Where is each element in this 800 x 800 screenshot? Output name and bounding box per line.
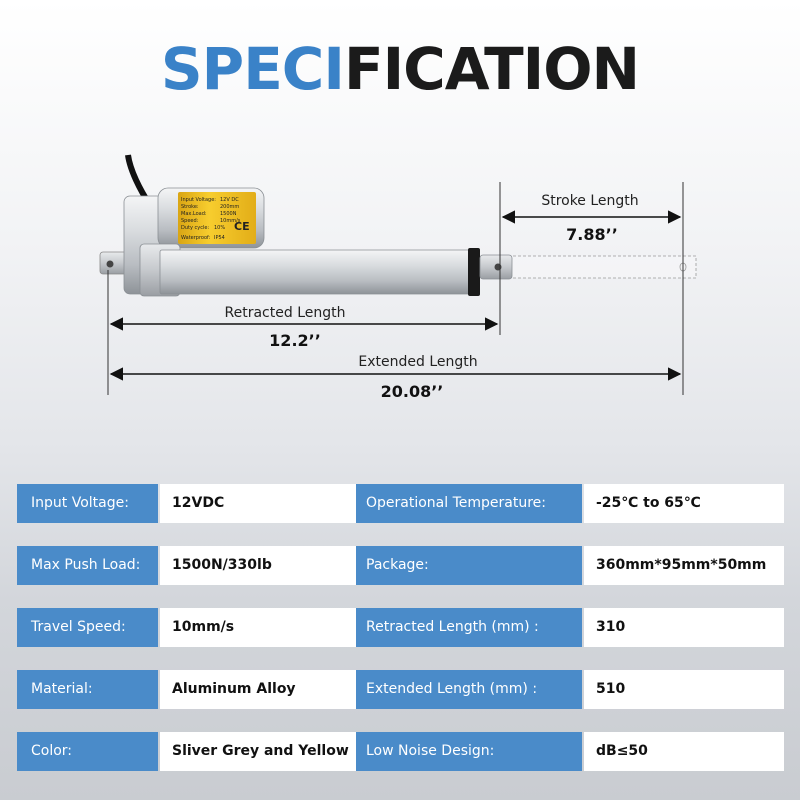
svg-text:Stroke:: Stroke: xyxy=(181,204,199,210)
spec-row: Material: Aluminum Alloy Extended Length… xyxy=(17,670,784,709)
extended-length-value: 20.08’’ xyxy=(381,382,444,401)
stroke-length-label: Stroke Length xyxy=(541,193,638,209)
spec-row: Travel Speed: 10mm/s Retracted Length (m… xyxy=(17,608,784,647)
spec-row: Color: Sliver Grey and Yellow Low Noise … xyxy=(17,732,784,771)
actuator-diagram: Input Voltage: 12V DC Stroke: 200mm Max.Lo… xyxy=(99,154,697,401)
svg-text:IP54: IP54 xyxy=(214,235,225,241)
spec-value: -25℃ to 65℃ xyxy=(584,484,784,523)
spec-label: Extended Length (mm) : xyxy=(356,670,582,709)
svg-text:1500N: 1500N xyxy=(220,211,237,217)
spec-value: 360mm*95mm*50mm xyxy=(584,546,784,585)
spec-value: 10mm/s xyxy=(160,608,356,647)
svg-text:Speed:: Speed: xyxy=(181,218,199,224)
retracted-length-value: 12.2’’ xyxy=(269,331,321,350)
extended-length-label: Extended Length xyxy=(358,354,477,370)
svg-text:200mm: 200mm xyxy=(220,204,239,210)
svg-text:Duty cycle:: Duty cycle: xyxy=(181,225,209,231)
page-title: SPECIFICATION xyxy=(0,34,800,104)
spec-label: Max Push Load: xyxy=(17,546,158,585)
extended-rod-outline xyxy=(487,255,697,279)
retracted-length-label: Retracted Length xyxy=(225,305,346,321)
spec-value: 510 xyxy=(584,670,784,709)
spec-label: Color: xyxy=(17,732,158,771)
svg-text:10%: 10% xyxy=(214,225,225,231)
spec-value: Aluminum Alloy xyxy=(160,670,356,709)
spec-row: Max Push Load: 1500N/330lb Package: 360m… xyxy=(17,546,784,585)
spec-label: Material: xyxy=(17,670,158,709)
spec-label: Travel Speed: xyxy=(17,608,158,647)
stroke-length-value: 7.88’’ xyxy=(566,225,618,244)
spec-label: Retracted Length (mm) : xyxy=(356,608,582,647)
spec-value: dB≤50 xyxy=(584,732,784,771)
svg-text:Waterproof:: Waterproof: xyxy=(181,235,211,241)
spec-value: 310 xyxy=(584,608,784,647)
svg-text:Input Voltage:: Input Voltage: xyxy=(181,197,216,203)
spec-sticker xyxy=(178,192,256,244)
svg-text:12V DC: 12V DC xyxy=(220,197,239,203)
spec-value: 1500N/330lb xyxy=(160,546,356,585)
spec-label: Low Noise Design: xyxy=(356,732,582,771)
title-part-blue: SPECI xyxy=(160,35,345,103)
svg-text:Max.Load:: Max.Load: xyxy=(181,211,207,217)
ce-mark: CE xyxy=(234,220,250,233)
spec-value: 12VDC xyxy=(160,484,356,523)
title-part-dark: FICATION xyxy=(343,35,640,103)
svg-text:10mm/s: 10mm/s xyxy=(220,218,241,224)
tube-end-cap xyxy=(468,248,480,296)
spec-value: Sliver Grey and Yellow xyxy=(160,732,356,771)
outer-tube xyxy=(159,249,477,295)
sticker-text: Input Voltage: 12V DC Stroke: 200mm Max.Lo… xyxy=(181,197,241,241)
spec-row: Input Voltage: 12VDC Operational Tempera… xyxy=(17,484,784,523)
spec-label: Package: xyxy=(356,546,582,585)
spec-label: Input Voltage: xyxy=(17,484,158,523)
spec-label: Operational Temperature: xyxy=(356,484,582,523)
